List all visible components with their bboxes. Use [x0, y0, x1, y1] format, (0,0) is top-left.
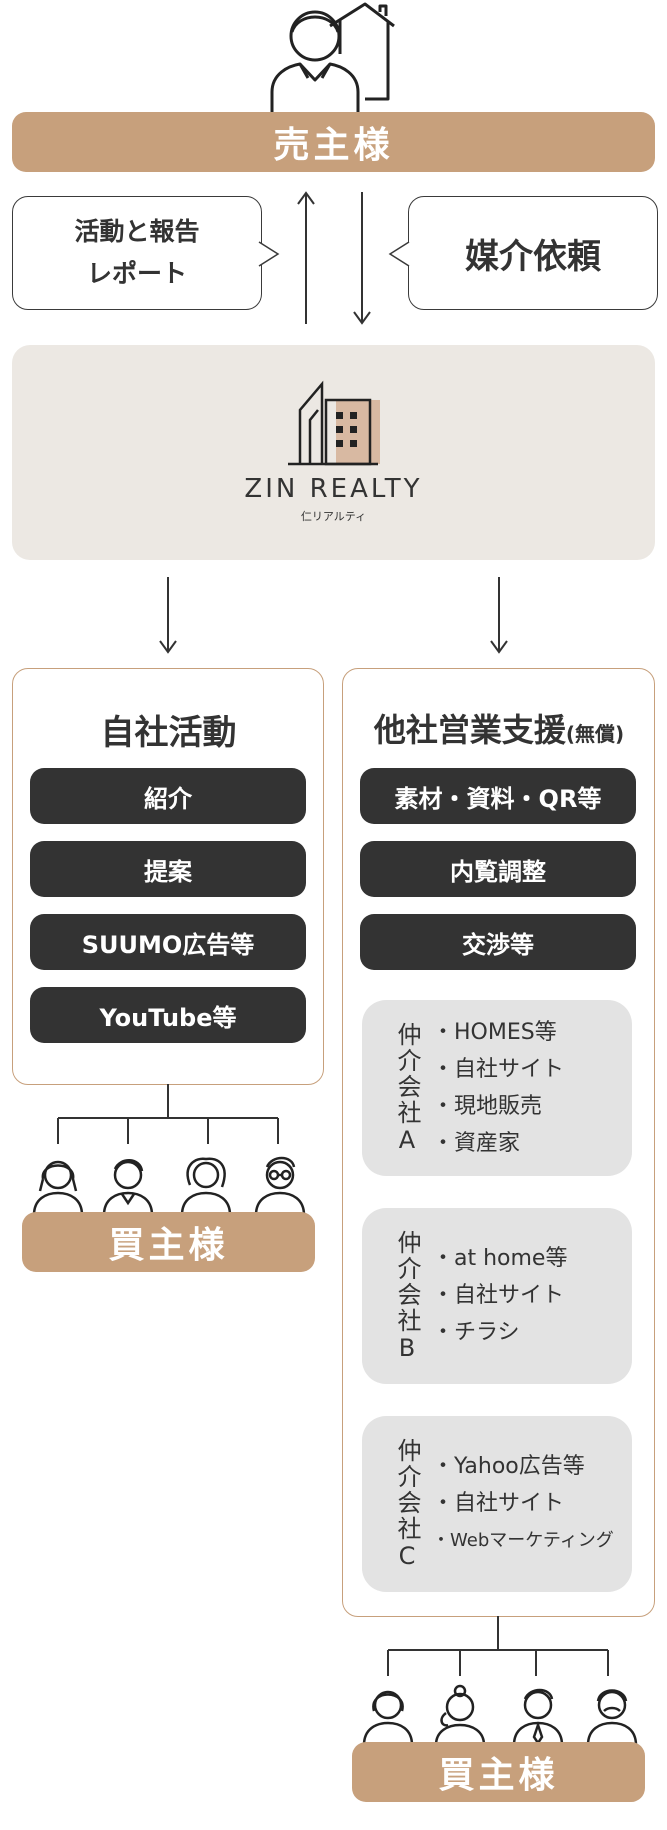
own-activity-item: 提案 [30, 841, 306, 897]
broker-media-item: ・資産家 [432, 1131, 521, 1156]
activity-report-line2: レポート [86, 259, 187, 288]
other-support-item: 素材・資料・QR等 [360, 768, 636, 824]
right-buyer-banner: 買主様 [352, 1742, 645, 1802]
broker-c-box [362, 1416, 632, 1592]
report-up-arrow [297, 191, 315, 324]
company-sub-name: 仁リアルティ [300, 510, 367, 523]
other-support-title-main: 他社営業支援 [373, 711, 566, 749]
broker-a-name: 仲介会社A [393, 1022, 421, 1156]
buyer-man-icon [102, 1159, 154, 1216]
broker-b-box [362, 1208, 632, 1384]
left-buyer-banner: 買主様 [22, 1212, 315, 1272]
broker-media-item: ・自社サイト [432, 1283, 565, 1308]
building-logo-icon [288, 380, 380, 466]
broker-media-item: ・Yahoo広告等 [432, 1454, 585, 1479]
other-support-item: 内覧調整 [360, 841, 636, 897]
left-buyer-connector [57, 1084, 279, 1144]
broker-media-item: ・現地販売 [432, 1094, 543, 1119]
right-bubble-tail [388, 241, 410, 267]
company-name: ZIN REALTY [244, 474, 423, 504]
right-buyer-connector [387, 1616, 609, 1676]
broker-media-item: ・自社サイト [432, 1491, 565, 1516]
own-activity-title: 自社活動 [100, 713, 237, 753]
broker-a-box [362, 1000, 632, 1176]
left-down-arrow [159, 577, 177, 654]
broker-media-item: ・Webマーケティング [432, 1530, 614, 1551]
broker-media-item: ・at home等 [432, 1246, 568, 1271]
activity-report-line1: 活動と報告 [74, 217, 200, 246]
buyer-woman-icon [32, 1160, 84, 1216]
own-activity-item: SUUMO広告等 [30, 914, 306, 970]
buyer-woman-curly-icon [180, 1157, 232, 1216]
own-activity-item: YouTube等 [30, 987, 306, 1043]
seller-banner: 売主様 [12, 112, 655, 172]
own-activity-item: 紹介 [30, 768, 306, 824]
other-support-item: 交渉等 [360, 914, 636, 970]
broker-media-item: ・チラシ [432, 1320, 520, 1345]
broker-b-name: 仲介会社B [393, 1230, 421, 1364]
other-support-title-suffix: (無償) [565, 722, 625, 746]
other-support-title: 他社営業支援(無償) [342, 705, 656, 751]
broker-media-item: ・HOMES等 [432, 1020, 557, 1045]
buyer-man-tie-icon [512, 1688, 564, 1746]
buyer-woman-bun-icon [434, 1684, 486, 1746]
broker-b-media-list: ・at home等 ・自社サイト ・チラシ [432, 1240, 567, 1351]
seller-person-house-icon [270, 2, 395, 112]
buyer-woman-bob-icon [362, 1690, 414, 1746]
buyer-man-mustache-icon [586, 1689, 638, 1746]
right-down-arrow [490, 577, 508, 654]
activity-report-bubble: 活動と報告 レポート [12, 196, 262, 310]
broker-media-item: ・自社サイト [432, 1057, 565, 1082]
buyer-man-glasses-icon [254, 1156, 306, 1216]
company-panel [12, 345, 655, 560]
request-down-arrow [353, 192, 371, 325]
mediation-request-bubble: 媒介依頼 [408, 196, 658, 310]
broker-c-media-list: ・Yahoo広告等 ・自社サイト ・Webマーケティング [432, 1448, 614, 1559]
left-bubble-tail [258, 241, 280, 267]
broker-a-media-list: ・HOMES等 ・自社サイト ・現地販売 ・資産家 [432, 1014, 564, 1162]
broker-c-name: 仲介会社C [393, 1438, 421, 1572]
